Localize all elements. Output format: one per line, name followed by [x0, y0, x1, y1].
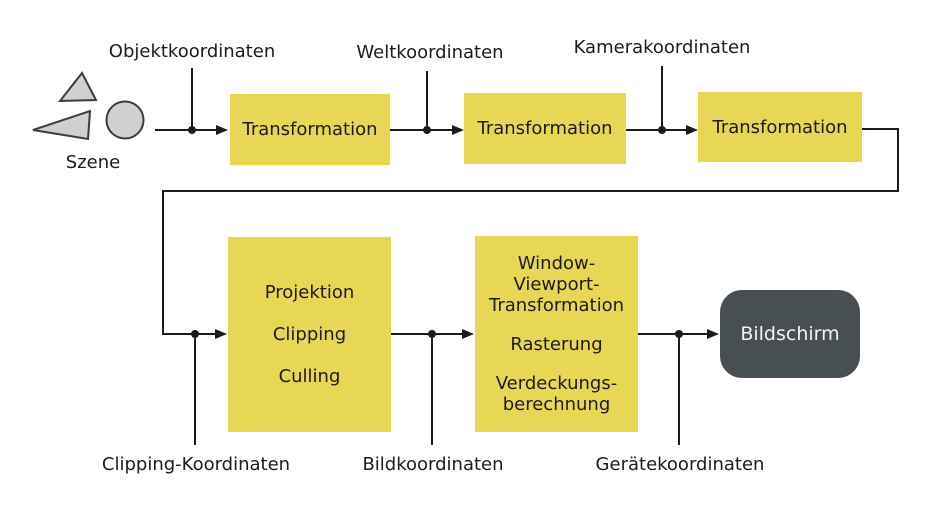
- rasterung-line: Rasterung: [510, 334, 603, 355]
- label-bildkoordinaten: Bildkoordinaten: [362, 454, 504, 475]
- transformation-box-3: Transformation: [698, 92, 862, 162]
- label-weltkoordinaten: Weltkoordinaten: [356, 42, 504, 63]
- verdeckung-line: Verdeckungs-: [495, 373, 618, 394]
- wvt-line: Window-: [517, 253, 596, 274]
- screen-box: Bildschirm: [720, 290, 860, 378]
- label-kamerakoordinaten: Kamerakoordinaten: [573, 37, 751, 58]
- scene-shapes: [32, 71, 145, 141]
- berechnung-line: berechnung: [502, 394, 611, 415]
- arrowhead-icon: [216, 125, 228, 135]
- arrowhead-icon: [462, 329, 474, 339]
- transformation-box-label: Transformation: [712, 116, 848, 138]
- circle-icon: [105, 100, 145, 140]
- junction-dot: [423, 126, 431, 134]
- clipping-line: Clipping: [272, 324, 347, 345]
- wvt-line: Viewport-: [513, 274, 600, 295]
- arrowhead-icon: [707, 329, 719, 339]
- projection-clipping-culling-box: Projektion Clipping Culling: [228, 237, 391, 432]
- junction-dot: [188, 126, 196, 134]
- label-szene: Szene: [65, 152, 121, 173]
- culling-line: Culling: [278, 366, 341, 387]
- wvt-line: Transformation: [488, 295, 625, 316]
- connectors: [155, 66, 899, 445]
- label-objektkoordinaten: Objektkoordinaten: [108, 41, 276, 62]
- triangle-icon: [57, 71, 98, 103]
- junction-dot: [658, 126, 666, 134]
- arrowhead-icon: [215, 329, 227, 339]
- projection-line: Projektion: [264, 282, 355, 303]
- arrowhead-icon: [686, 125, 698, 135]
- route-t3-to-projection: [162, 128, 899, 335]
- transformation-box-label: Transformation: [477, 118, 613, 139]
- triangle-icon: [32, 109, 92, 141]
- transformation-box-2: Transformation: [464, 93, 626, 164]
- transformation-box-label: Transformation: [242, 119, 378, 140]
- transformation-box-1: Transformation: [230, 94, 390, 165]
- window-viewport-box: Window- Viewport- Transformation Rasteru…: [475, 236, 638, 432]
- label-geraetekoordinaten: Gerätekoordinaten: [595, 454, 765, 475]
- arrowhead-icon: [452, 125, 464, 135]
- label-clipping-koordinaten: Clipping-Koordinaten: [101, 454, 291, 475]
- screen-box-label: Bildschirm: [740, 322, 840, 345]
